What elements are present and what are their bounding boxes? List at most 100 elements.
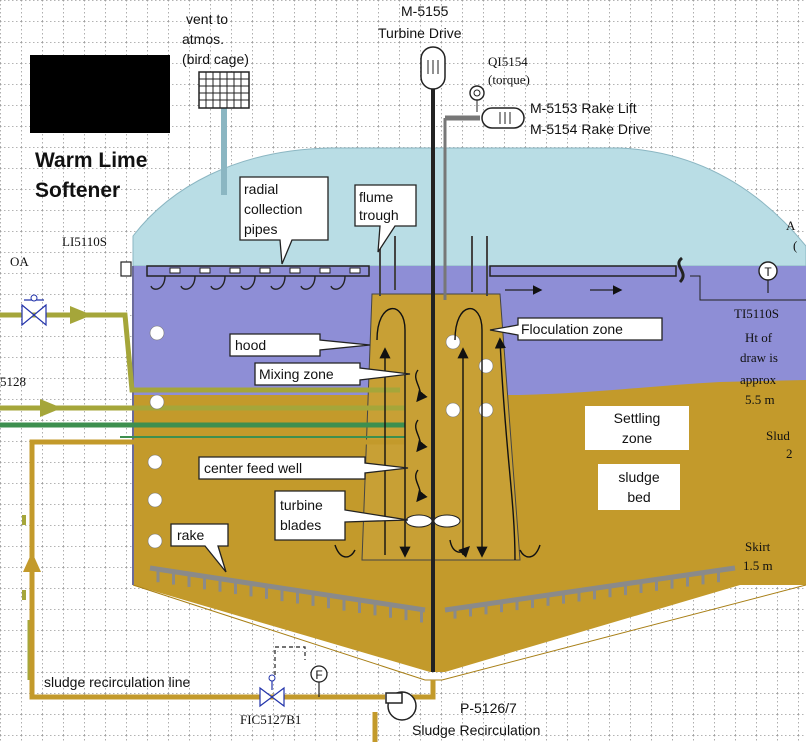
floc-particle xyxy=(445,334,461,350)
tank xyxy=(132,147,806,681)
fic-tag: FIC5127B1 xyxy=(240,712,301,727)
sludge-edge-2: 2 xyxy=(786,446,793,461)
svg-text:rake: rake xyxy=(177,527,204,543)
flow-swirls xyxy=(334,308,541,561)
svg-text:zone: zone xyxy=(622,430,653,446)
turbine-drive-tag: M-5155 xyxy=(401,3,449,19)
sludge-pump xyxy=(385,691,417,721)
callout-center-feed-well: center feed well xyxy=(198,456,409,480)
svg-text:trough: trough xyxy=(359,207,399,223)
vent-label-1: vent to xyxy=(186,11,228,27)
callout-flume-trough: flume trough xyxy=(354,184,417,253)
draw-height-3: approx xyxy=(740,372,777,387)
vent-label-3: (bird cage) xyxy=(182,51,249,67)
temperature-tag: TI5110S xyxy=(734,306,779,321)
svg-text:radial: radial xyxy=(244,181,278,197)
callout-mixing-zone: Mixing zone xyxy=(254,362,411,386)
rake-teeth xyxy=(156,570,720,623)
svg-text:blades: blades xyxy=(280,517,321,533)
torque-tag: QI5154 xyxy=(488,54,528,69)
flow-symbol: F xyxy=(315,668,322,682)
rake-lift-label: M-5153 Rake Lift xyxy=(530,100,637,116)
svg-text:Mixing zone: Mixing zone xyxy=(259,366,334,382)
svg-text:center feed well: center feed well xyxy=(204,460,302,476)
pump-name: Sludge Recirculation xyxy=(412,722,540,738)
title-line-2: Softener xyxy=(35,179,120,202)
floc-particle xyxy=(478,358,494,374)
recirculation-line-label: sludge recirculation line xyxy=(44,674,191,690)
torque-indicator xyxy=(469,85,485,112)
collection-drip xyxy=(150,275,166,290)
left-label-tag: 5128 xyxy=(0,374,26,389)
svg-text:pipes: pipes xyxy=(244,221,277,237)
feed-arrow-top xyxy=(70,306,92,324)
svg-text:turbine: turbine xyxy=(280,497,323,513)
recirc-arrow xyxy=(23,552,41,572)
collection-drip xyxy=(270,275,286,290)
floc-particle xyxy=(147,492,163,508)
svg-text:Floculation zone: Floculation zone xyxy=(521,321,623,337)
callout-turbine-blades: turbine blades xyxy=(274,490,409,541)
right-label-a: A xyxy=(786,218,796,233)
floc-particle xyxy=(149,394,165,410)
level-tag: LI5110S xyxy=(62,234,107,249)
svg-text:bed: bed xyxy=(627,489,650,505)
floc-particle xyxy=(478,402,494,418)
collection-orifice xyxy=(169,267,181,274)
pump-tag: P-5126/7 xyxy=(460,700,517,716)
draw-height-1: Ht of xyxy=(745,330,773,345)
level-indicator xyxy=(120,261,132,277)
turbine-blades xyxy=(405,514,461,528)
svg-text:sludge: sludge xyxy=(618,469,659,485)
vent-label-2: atmos. xyxy=(182,31,224,47)
draw-height-2: draw is xyxy=(740,350,778,365)
sludge-edge-1: Slud xyxy=(766,428,790,443)
collection-drip xyxy=(300,275,316,290)
left-label-oa: OA xyxy=(10,254,29,269)
valve-left-top xyxy=(21,294,47,327)
torque-note: (torque) xyxy=(488,72,530,87)
collection-orifice xyxy=(319,267,331,274)
collection-pipe-right xyxy=(489,256,685,295)
right-label-paren: ( xyxy=(793,238,797,253)
floc-particle xyxy=(149,325,165,341)
svg-text:flume: flume xyxy=(359,189,393,205)
collection-orifice xyxy=(349,267,361,274)
vent-bird-cage xyxy=(198,71,250,195)
collection-drip xyxy=(180,275,196,290)
title-line-1: Warm Lime xyxy=(35,149,147,172)
turbine-drive-name: Turbine Drive xyxy=(378,25,462,41)
floc-particle xyxy=(445,402,461,418)
radial-collection-pipes xyxy=(146,265,370,290)
skirt-label-1: Skirt xyxy=(745,539,771,554)
flow-element: F xyxy=(310,665,328,697)
collection-orifice xyxy=(289,267,301,274)
temperature-indicator: T xyxy=(690,261,806,301)
callout-sludge-bed: sludge bed xyxy=(598,464,680,510)
callout-flocculation-zone: Floculation zone xyxy=(489,317,663,341)
collection-orifice xyxy=(229,267,241,274)
callout-radial-collection-pipes: radial collection pipes xyxy=(239,176,329,265)
redaction-block xyxy=(30,55,170,133)
rake-drive-label: M-5154 Rake Drive xyxy=(530,121,651,137)
recirc-valve xyxy=(259,646,306,708)
svg-text:Settling: Settling xyxy=(614,410,661,426)
svg-text:T: T xyxy=(764,265,772,279)
collection-drip xyxy=(240,275,256,290)
feed-arrow-mid xyxy=(40,399,62,417)
drive-shaft xyxy=(431,85,480,672)
floc-particle xyxy=(147,533,163,549)
svg-text:hood: hood xyxy=(235,337,266,353)
draw-height-4: 5.5 m xyxy=(745,392,775,407)
collection-drip xyxy=(210,275,226,290)
feed-pipes-middle xyxy=(0,405,405,438)
svg-text:collection: collection xyxy=(244,201,302,217)
callout-hood: hood xyxy=(229,333,371,357)
skirt-label-2: 1.5 m xyxy=(743,558,773,573)
floc-particle xyxy=(147,454,163,470)
rake-motor xyxy=(481,107,525,129)
collection-orifice xyxy=(199,267,211,274)
turbine-drive-motor xyxy=(420,46,446,90)
collection-drip xyxy=(330,275,346,290)
